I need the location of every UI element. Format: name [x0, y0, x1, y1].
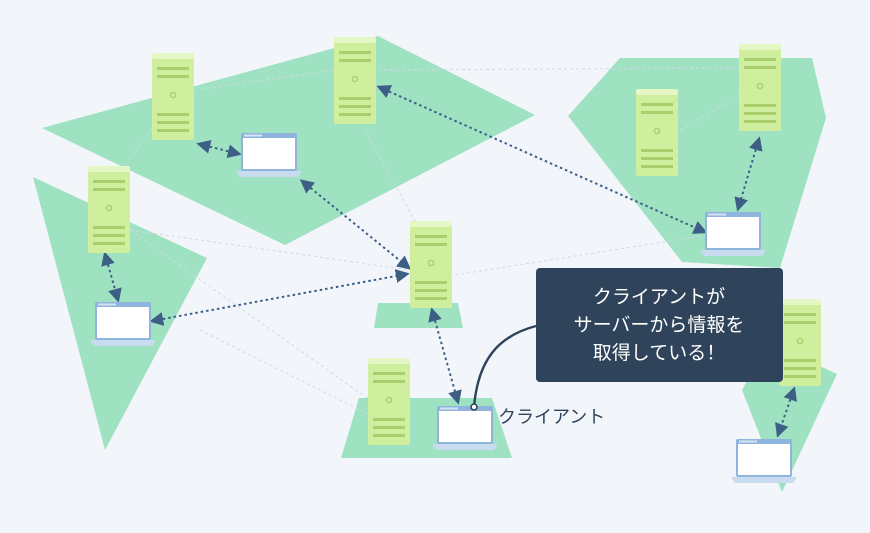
- callout-line-2: サーバーから情報を: [574, 314, 745, 336]
- callout-anchor-dot: [470, 403, 478, 411]
- laptop-icon: [432, 406, 498, 450]
- arrow-laptop-left-center: [149, 269, 410, 326]
- callout: クライアントが サーバーから情報を 取得している！: [536, 268, 783, 382]
- server-icon: [778, 298, 822, 387]
- client-label: クライアント: [498, 407, 605, 428]
- laptop-icon: [236, 133, 302, 177]
- arrow-server-laptop-1: [196, 139, 242, 159]
- callout-line-1: クライアントが: [593, 286, 725, 308]
- server-icon: [87, 165, 131, 254]
- laptop-icon: [90, 302, 156, 346]
- server-icon: [409, 220, 453, 309]
- server-icon: [367, 357, 411, 446]
- arrow-server-laptop-left: [101, 251, 122, 303]
- laptop-icon: [731, 439, 797, 483]
- callout-line-3: 取得している！: [593, 342, 725, 364]
- laptop-icon: [700, 212, 766, 256]
- connection-arrows: [101, 85, 797, 438]
- arrow-laptop-center-server: [299, 179, 412, 270]
- server-icon: [333, 36, 377, 125]
- arrow-server-laptop-bottom-right: [775, 386, 797, 438]
- region-top-right: [568, 58, 826, 268]
- callout-box: [536, 268, 783, 382]
- server-icon: [738, 43, 782, 132]
- server-icon: [635, 88, 679, 177]
- callout-connector: [472, 324, 537, 408]
- arrow-server-right-laptop: [734, 136, 763, 212]
- arrow-server-top-laptop-right: [376, 85, 708, 234]
- server-icon: [151, 52, 195, 141]
